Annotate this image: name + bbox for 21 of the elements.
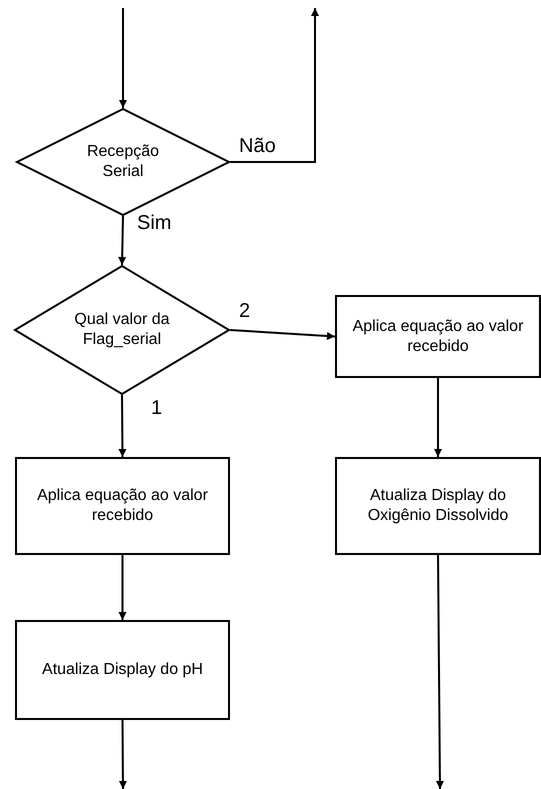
decision-diamond xyxy=(14,265,230,395)
arrow xyxy=(118,720,127,789)
node-text: Aplica equação ao valor recebido xyxy=(352,316,524,356)
arrow xyxy=(118,555,126,620)
arrow xyxy=(230,8,319,163)
arrow xyxy=(230,329,336,340)
node-text: Atualiza Display do Oxigênio Dissolvido xyxy=(366,486,510,526)
node-text: Aplica equação ao valor recebido xyxy=(36,486,209,526)
arrow xyxy=(434,378,442,457)
node-text: Atualiza Display do pH xyxy=(41,660,204,680)
arrow xyxy=(436,555,444,789)
node-text: Qual valor da Flag_serial xyxy=(73,310,171,350)
process-box xyxy=(335,457,541,555)
arrow xyxy=(119,8,127,108)
process-box xyxy=(15,457,230,555)
arrow xyxy=(118,395,126,457)
arrow xyxy=(118,216,126,266)
process-box xyxy=(335,295,541,378)
node-text: Recepção Serial xyxy=(86,142,160,182)
decision-diamond xyxy=(16,108,230,216)
process-box xyxy=(15,620,230,720)
